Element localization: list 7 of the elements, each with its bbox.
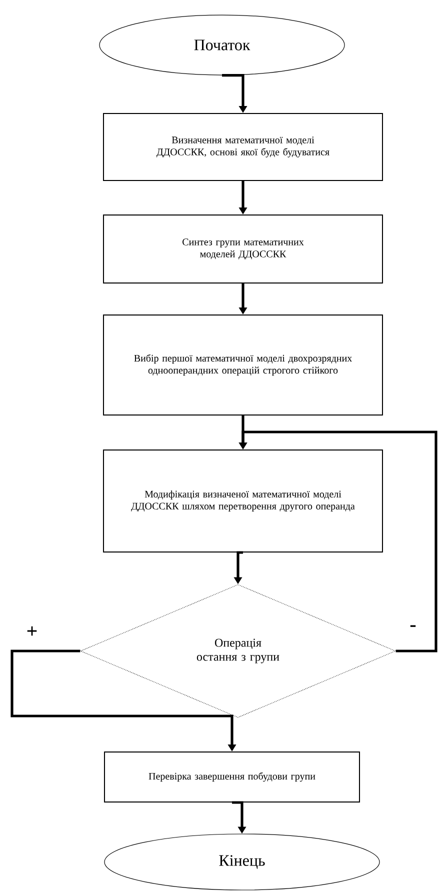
edge-label: + — [27, 626, 37, 636]
process-box: Синтез групи математичних моделей ДДОССКК — [103, 214, 383, 284]
process-box: Модифікація визначеної математичної моделі ДДОССКК шляхом перетворення другого операнда — [103, 450, 383, 552]
process-box: Вибір першої математичної моделі двохрозрядних однооперандних операцій строгого стійкого — [103, 314, 383, 416]
process-box: Визначення математичної моделі ДДОССКК, основі якої буде будуватися — [103, 113, 383, 181]
edge-label: - — [410, 625, 416, 627]
process-box: Перевірка завершення побудови групи — [104, 752, 360, 802]
